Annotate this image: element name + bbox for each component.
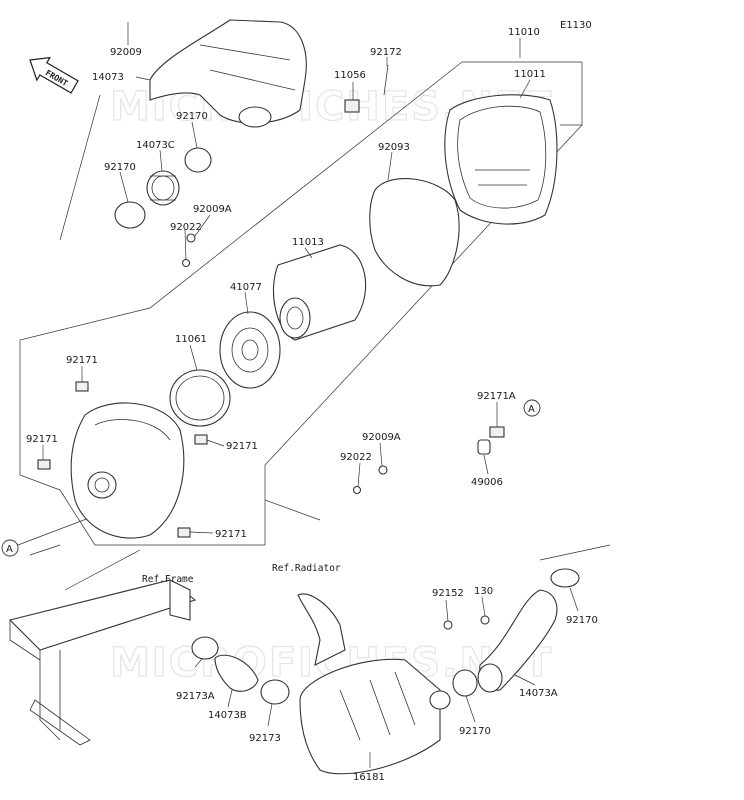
bolt-130 bbox=[480, 615, 490, 625]
label-14073: 14073 bbox=[92, 72, 124, 83]
label-92171a: 92171A bbox=[477, 391, 516, 402]
part-labels: 92009 14073 92172 11056 11010 11011 9217… bbox=[26, 27, 598, 783]
callout-a-right: A bbox=[523, 399, 541, 417]
label-92009a-top: 92009A bbox=[193, 204, 232, 215]
label-14073a: 14073A bbox=[519, 688, 558, 699]
clip-92171-a bbox=[75, 381, 89, 392]
bolt-92009a-top bbox=[186, 233, 196, 243]
label-92170-b: 92170 bbox=[104, 162, 136, 173]
washer-92022-top bbox=[181, 258, 191, 268]
housing-cover bbox=[70, 402, 185, 539]
label-92170-a: 92170 bbox=[176, 111, 208, 122]
label-92009a-mid: 92009A bbox=[362, 432, 401, 443]
filter-11013 bbox=[272, 244, 367, 341]
label-41077: 41077 bbox=[230, 282, 262, 293]
gasket-11061 bbox=[169, 369, 231, 427]
clamp-92173a bbox=[191, 636, 219, 660]
washer-92152 bbox=[443, 620, 453, 630]
clip-92171-c bbox=[194, 434, 208, 445]
label-92022-top: 92022 bbox=[170, 222, 202, 233]
label-11061: 11061 bbox=[175, 334, 207, 345]
clip-92171a bbox=[489, 426, 505, 438]
label-92171-b: 92171 bbox=[26, 434, 58, 445]
label-92171-c: 92171 bbox=[226, 441, 258, 452]
front-arrow-icon: FRONT bbox=[29, 56, 79, 94]
label-16181: 16181 bbox=[353, 772, 385, 783]
label-92022-mid: 92022 bbox=[340, 452, 372, 463]
housing-11011 bbox=[444, 94, 558, 225]
bolt-92172 bbox=[383, 64, 389, 96]
clamp-92170-a bbox=[184, 147, 212, 173]
label-92170-c: 92170 bbox=[566, 615, 598, 626]
svg-text:A: A bbox=[6, 544, 13, 555]
label-92173a: 92173A bbox=[176, 691, 215, 702]
silencer-16181 bbox=[299, 658, 451, 775]
svg-text:A: A bbox=[528, 404, 535, 415]
label-11013: 11013 bbox=[292, 237, 324, 248]
label-92171-a: 92171 bbox=[66, 355, 98, 366]
clip-92171-b bbox=[37, 459, 51, 470]
clamp-92170-b bbox=[114, 201, 146, 229]
clamp-92170-d bbox=[452, 669, 478, 697]
label-92172: 92172 bbox=[370, 47, 402, 58]
clip-92171-d bbox=[177, 527, 191, 538]
radiator-reference bbox=[297, 593, 346, 666]
label-ref-frame: Ref.Frame bbox=[142, 574, 194, 585]
clamp-92173 bbox=[260, 679, 290, 705]
label-11011: 11011 bbox=[514, 69, 546, 80]
diagram-code: E1130 bbox=[560, 20, 592, 31]
label-ref-radiator: Ref.Radiator bbox=[272, 563, 341, 574]
leader-lines bbox=[42, 22, 579, 768]
label-14073c: 14073C bbox=[136, 140, 175, 151]
prefilter-41077 bbox=[219, 311, 281, 389]
label-11010: 11010 bbox=[508, 27, 540, 38]
assembly-outline bbox=[17, 61, 611, 591]
label-92170-d: 92170 bbox=[459, 726, 491, 737]
duct-14073 bbox=[149, 19, 307, 128]
label-92173: 92173 bbox=[249, 733, 281, 744]
label-92093: 92093 bbox=[378, 142, 410, 153]
duct-14073b bbox=[214, 654, 259, 692]
clamp-92170-c bbox=[550, 568, 580, 588]
label-49006: 49006 bbox=[471, 477, 503, 488]
hose-14073a bbox=[477, 589, 558, 693]
callout-a-left: A bbox=[1, 539, 19, 557]
bracket-11056 bbox=[344, 99, 360, 113]
label-14073b: 14073B bbox=[208, 710, 247, 721]
label-130: 130 bbox=[474, 586, 493, 597]
coupling-14073c bbox=[146, 170, 180, 206]
frame-reference bbox=[8, 579, 197, 746]
bolt-92009a-mid bbox=[378, 465, 388, 475]
label-92152: 92152 bbox=[432, 588, 464, 599]
label-92009: 92009 bbox=[110, 47, 142, 58]
plug-49006 bbox=[477, 439, 491, 455]
seal-92093 bbox=[369, 178, 460, 287]
label-11056: 11056 bbox=[334, 70, 366, 81]
label-92171-d: 92171 bbox=[215, 529, 247, 540]
washer-92022-mid bbox=[352, 485, 362, 495]
